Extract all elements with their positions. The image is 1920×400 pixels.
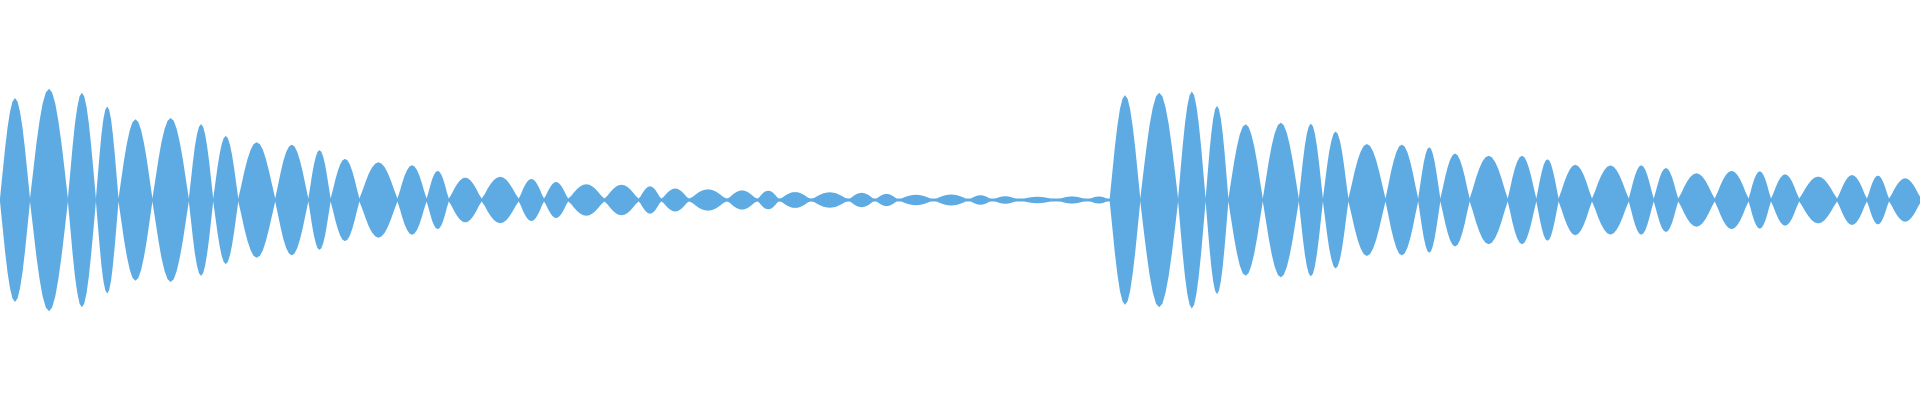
waveform-lobes <box>0 88 1920 312</box>
waveform-center-line <box>0 199 1920 201</box>
